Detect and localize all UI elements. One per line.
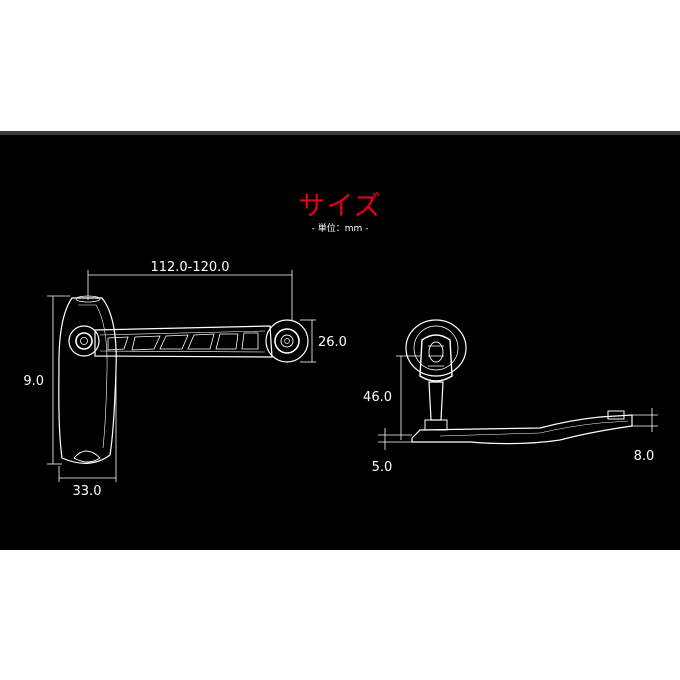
side-dimensions: [378, 355, 658, 450]
unit-label: - 単位：mm -: [311, 224, 369, 234]
side-arm: [411, 414, 633, 445]
arm-length-label: 112.0-120.0: [150, 260, 229, 275]
side-end-nut: [607, 410, 625, 420]
side-knob-disc: [405, 319, 467, 377]
side-view: [405, 319, 633, 445]
side-thickness-left-label: 5.0: [372, 460, 393, 475]
drawing-panel: [0, 131, 680, 550]
page-title: サイズ: [298, 191, 382, 222]
front-dimensions: [47, 270, 316, 482]
side-shaft: [428, 381, 444, 421]
side-thickness-right-label: 8.0: [634, 449, 655, 464]
knob-width-label: 33.0: [73, 484, 102, 499]
arm-cutout: [107, 336, 129, 351]
side-knob: [419, 334, 453, 382]
nut-washer: [265, 319, 309, 363]
nut-diameter-label: 26.0: [318, 335, 347, 350]
knob-body: [58, 297, 117, 464]
nut-hex: [274, 328, 300, 354]
knob-washer: [68, 325, 100, 357]
handle-arm: [94, 325, 273, 358]
front-view: [58, 295, 309, 464]
knob-inner-line: [78, 304, 108, 449]
knob-cap: [73, 450, 101, 463]
knob-height-label: 9.0: [23, 374, 44, 389]
knob-nut: [75, 332, 93, 350]
side-height-label: 46.0: [363, 390, 392, 405]
